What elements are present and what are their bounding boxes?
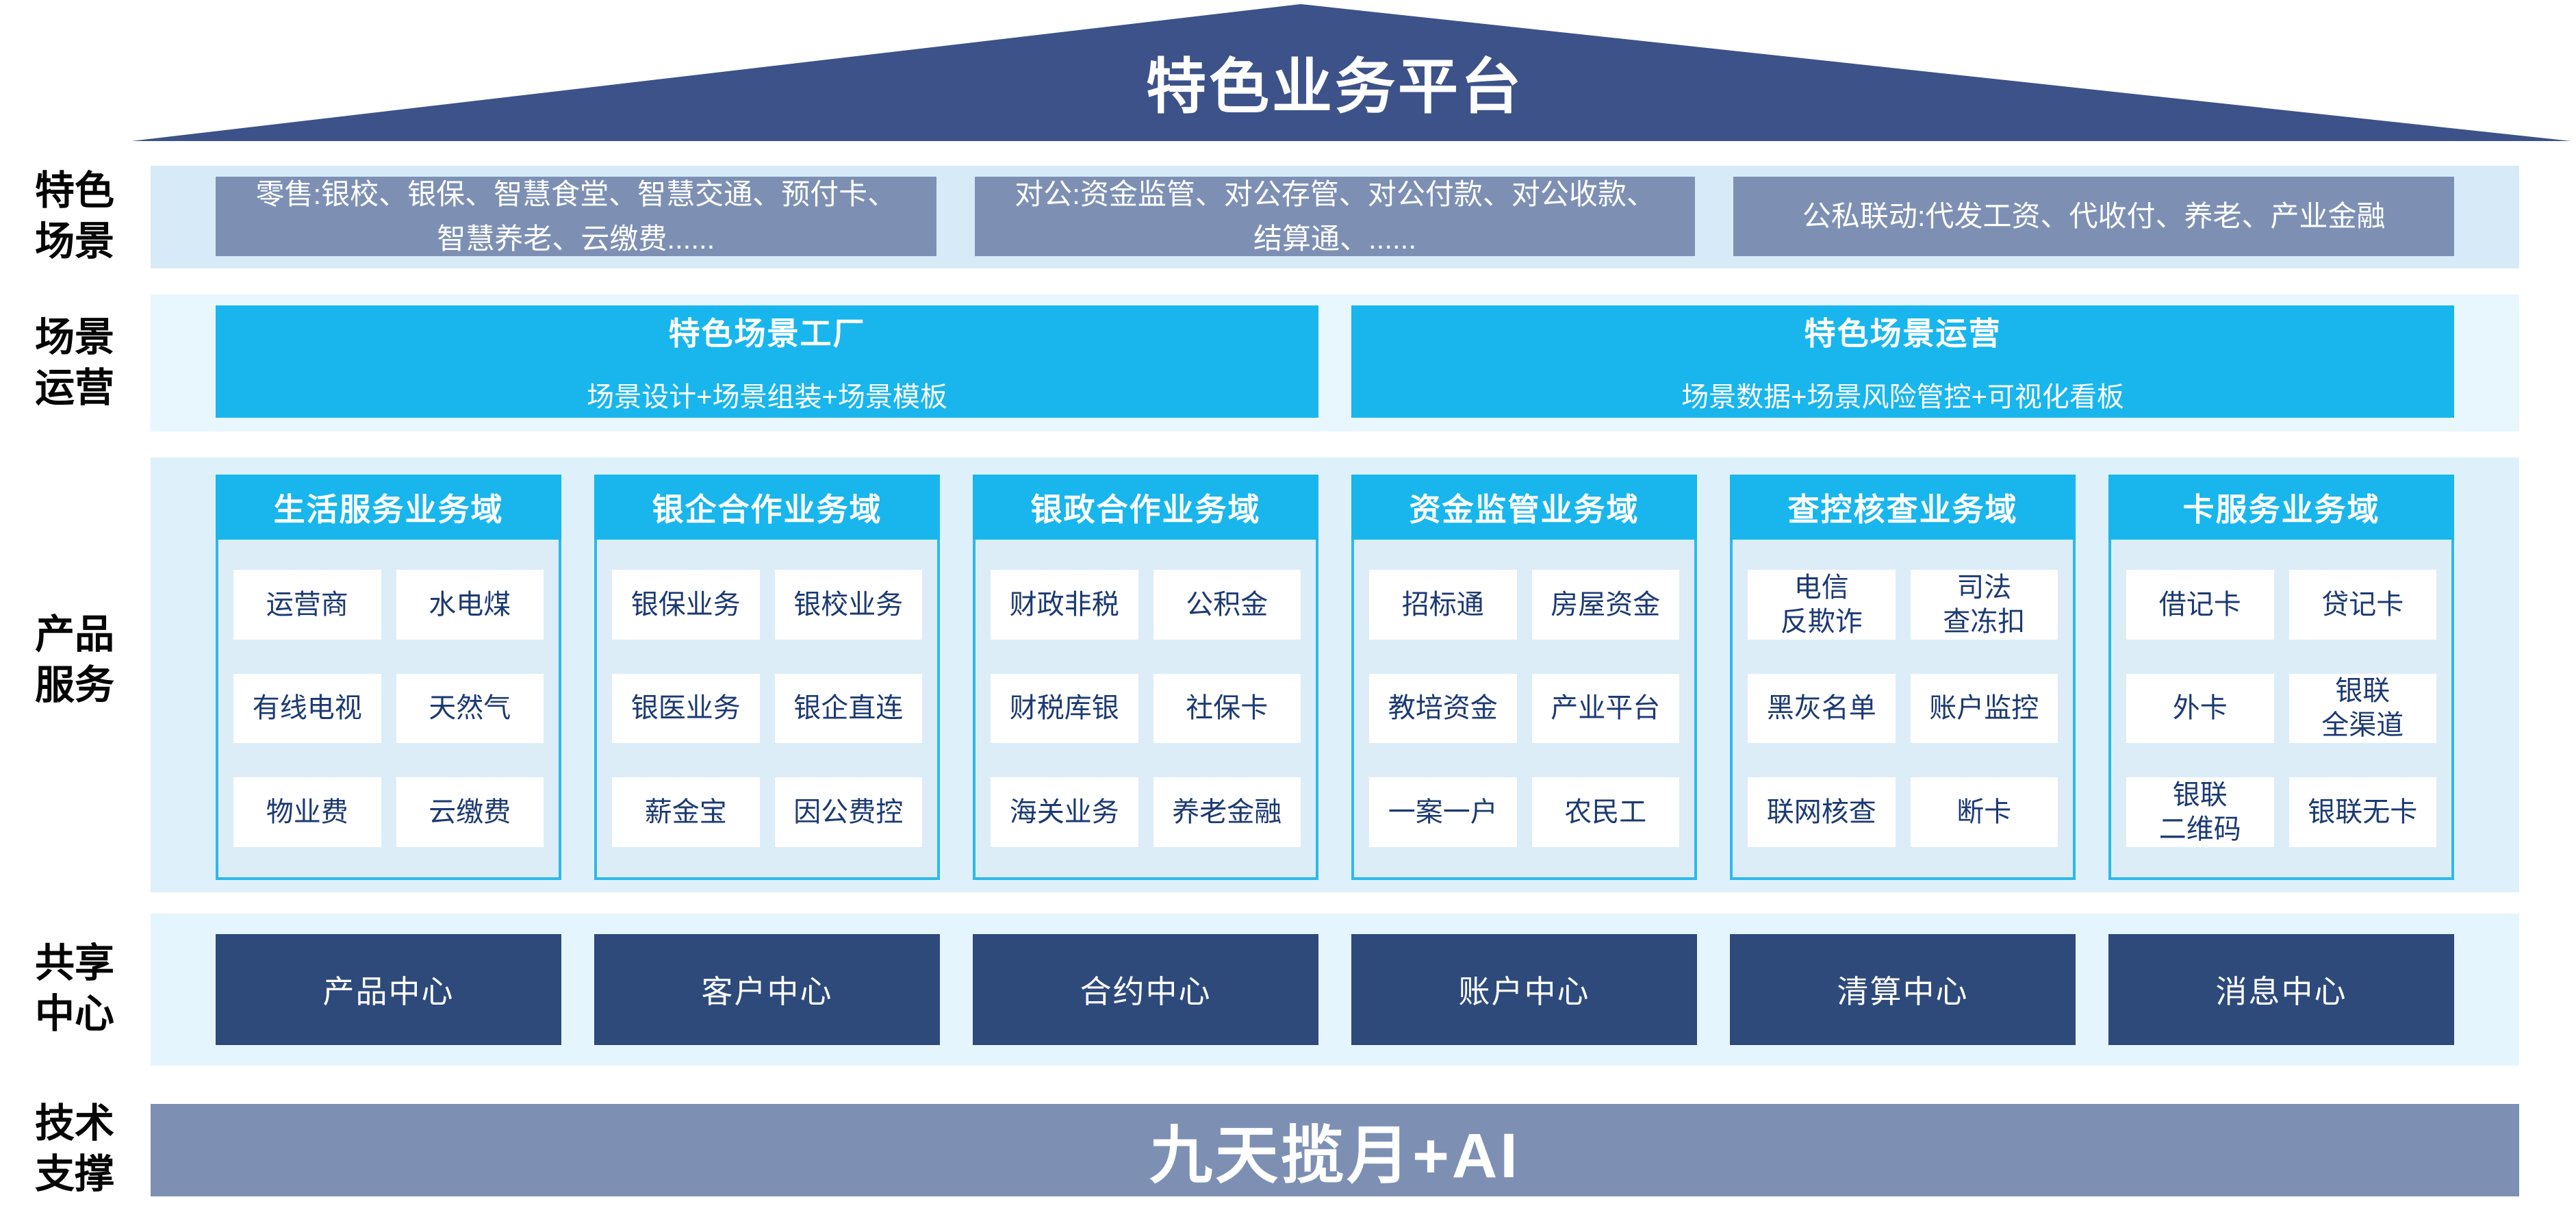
domain-header: 银政合作业务域 bbox=[973, 475, 1318, 540]
domain-cell: 物业费 bbox=[233, 777, 381, 847]
roof-shape bbox=[131, 4, 2571, 141]
domain-header: 卡服务业务域 bbox=[2108, 475, 2454, 540]
domain-cell: 海关业务 bbox=[991, 777, 1138, 847]
domain-cell: 电信 反欺诈 bbox=[1748, 570, 1896, 640]
domain-inspection-verification: 查控核查业务域 电信 反欺诈 司法 查冻扣 黑灰名单 账户监控 联网核查 断卡 bbox=[1730, 475, 2076, 880]
domain-bank-enterprise: 银企合作业务域 银保业务 银校业务 银医业务 银企直连 薪金宝 因公费控 bbox=[594, 475, 940, 880]
share-box-customer-center: 客户中心 bbox=[594, 934, 940, 1045]
domain-cell: 借记卡 bbox=[2126, 570, 2274, 640]
domain-life-service: 生活服务业务域 运营商 水电煤 有线电视 天然气 物业费 云缴费 bbox=[216, 475, 561, 880]
domain-cell: 银校业务 bbox=[774, 570, 922, 640]
share-box-group: 产品中心 客户中心 合约中心 账户中心 清算中心 消息中心 bbox=[216, 934, 2454, 1045]
domain-cell: 外卡 bbox=[2126, 673, 2274, 744]
domain-cell: 因公费控 bbox=[774, 777, 922, 847]
domain-cell: 产业平台 bbox=[1531, 673, 1679, 744]
domain-header: 银企合作业务域 bbox=[594, 475, 940, 540]
domain-bank-government: 银政合作业务域 财政非税 公积金 财税库银 社保卡 海关业务 养老金融 bbox=[973, 475, 1318, 880]
side-label-tech: 技术 支撑 bbox=[34, 1101, 114, 1197]
domain-cell: 贷记卡 bbox=[2288, 570, 2436, 640]
domain-cell: 水电煤 bbox=[396, 570, 544, 640]
domain-cell: 社保卡 bbox=[1153, 673, 1301, 744]
op-box-title: 特色场景工厂 bbox=[668, 316, 866, 351]
scene-box-retail: 零售:银校、银保、智慧食堂、智慧交通、预付卡、智慧养老、云缴费...... bbox=[216, 177, 936, 256]
op-box-subtitle: 场景设计+场景组装+场景模板 bbox=[587, 382, 947, 412]
share-box-product-center: 产品中心 bbox=[216, 934, 561, 1045]
op-box-title: 特色场景运营 bbox=[1804, 316, 2002, 351]
domain-cell: 云缴费 bbox=[396, 777, 544, 847]
domain-cell: 财税库银 bbox=[991, 673, 1138, 744]
domain-fund-supervision: 资金监管业务域 招标通 房屋资金 教培资金 产业平台 一案一户 农民工 bbox=[1351, 475, 1697, 880]
domain-cell: 司法 查冻扣 bbox=[1910, 570, 2058, 640]
domain-body: 借记卡 贷记卡 外卡 银联 全渠道 银联 二维码 银联无卡 bbox=[2108, 540, 2454, 880]
product-row: 生活服务业务域 运营商 水电煤 有线电视 天然气 物业费 云缴费 银企合作业务域… bbox=[151, 457, 2519, 892]
operation-row: 特色场景工厂 场景设计+场景组装+场景模板 特色场景运营 场景数据+场景风险管控… bbox=[151, 294, 2519, 431]
domain-cell: 有线电视 bbox=[233, 673, 381, 744]
share-box-account-center: 账户中心 bbox=[1351, 934, 1697, 1045]
domain-cell: 银联 全渠道 bbox=[2288, 673, 2436, 744]
domain-header: 生活服务业务域 bbox=[216, 475, 561, 540]
domain-group: 生活服务业务域 运营商 水电煤 有线电视 天然气 物业费 云缴费 银企合作业务域… bbox=[216, 475, 2454, 880]
scene-box-public-private: 公私联动:代发工资、代收付、养老、产业金融 bbox=[1733, 177, 2455, 256]
share-box-message-center: 消息中心 bbox=[2108, 934, 2454, 1045]
domain-cell: 公积金 bbox=[1153, 570, 1301, 640]
side-label-product: 产品 服务 bbox=[34, 612, 114, 708]
domain-header: 资金监管业务域 bbox=[1351, 475, 1697, 540]
domain-cell: 养老金融 bbox=[1153, 777, 1301, 847]
side-label-share: 共享 中心 bbox=[34, 941, 114, 1037]
domain-cell: 教培资金 bbox=[1369, 673, 1517, 744]
side-label-scene: 特色 场景 bbox=[34, 168, 114, 264]
tech-support-text: 九天揽月+AI bbox=[1149, 1121, 1520, 1191]
domain-cell: 一案一户 bbox=[1369, 777, 1517, 847]
domain-body: 招标通 房屋资金 教培资金 产业平台 一案一户 农民工 bbox=[1351, 540, 1697, 880]
share-row: 产品中心 客户中心 合约中心 账户中心 清算中心 消息中心 bbox=[151, 914, 2519, 1066]
page-title: 特色业务平台 bbox=[1145, 53, 1524, 121]
scene-row: 零售:银校、银保、智慧食堂、智慧交通、预付卡、智慧养老、云缴费...... 对公… bbox=[151, 166, 2519, 268]
domain-body: 财政非税 公积金 财税库银 社保卡 海关业务 养老金融 bbox=[973, 540, 1318, 880]
domain-header: 查控核查业务域 bbox=[1730, 475, 2076, 540]
domain-cell: 银联 二维码 bbox=[2126, 777, 2274, 847]
domain-cell: 银联无卡 bbox=[2288, 777, 2436, 847]
domain-cell: 联网核查 bbox=[1748, 777, 1896, 847]
domain-cell: 运营商 bbox=[233, 570, 381, 640]
tech-support-bar: 九天揽月+AI bbox=[151, 1104, 2519, 1196]
domain-cell: 天然气 bbox=[396, 673, 544, 744]
domain-body: 银保业务 银校业务 银医业务 银企直连 薪金宝 因公费控 bbox=[594, 540, 940, 880]
domain-card-service: 卡服务业务域 借记卡 贷记卡 外卡 银联 全渠道 银联 二维码 银联无卡 bbox=[2108, 475, 2454, 880]
domain-cell: 黑灰名单 bbox=[1748, 673, 1896, 744]
domain-cell: 断卡 bbox=[1910, 777, 2058, 847]
domain-cell: 账户监控 bbox=[1910, 673, 2058, 744]
domain-cell: 招标通 bbox=[1369, 570, 1517, 640]
domain-cell: 银医业务 bbox=[612, 673, 760, 744]
op-box-scene-factory: 特色场景工厂 场景设计+场景组装+场景模板 bbox=[216, 305, 1318, 418]
domain-body: 电信 反欺诈 司法 查冻扣 黑灰名单 账户监控 联网核查 断卡 bbox=[1730, 540, 2076, 880]
op-box-subtitle: 场景数据+场景风险管控+可视化看板 bbox=[1681, 382, 2124, 412]
op-box-scene-operation: 特色场景运营 场景数据+场景风险管控+可视化看板 bbox=[1351, 305, 2454, 418]
domain-body: 运营商 水电煤 有线电视 天然气 物业费 云缴费 bbox=[216, 540, 561, 880]
side-label-operation: 场景 运营 bbox=[34, 315, 114, 411]
domain-cell: 银保业务 bbox=[612, 570, 760, 640]
share-box-clearing-center: 清算中心 bbox=[1730, 934, 2076, 1045]
scene-box-corporate: 对公:资金监管、对公存管、对公付款、对公收款、结算通、...... bbox=[974, 177, 1696, 256]
domain-cell: 农民工 bbox=[1531, 777, 1679, 847]
domain-cell: 银企直连 bbox=[774, 673, 922, 744]
domain-cell: 财政非税 bbox=[991, 570, 1138, 640]
share-box-contract-center: 合约中心 bbox=[973, 934, 1318, 1045]
scene-box-group: 零售:银校、银保、智慧食堂、智慧交通、预付卡、智慧养老、云缴费...... 对公… bbox=[216, 177, 2455, 256]
domain-cell: 房屋资金 bbox=[1531, 570, 1679, 640]
domain-cell: 薪金宝 bbox=[612, 777, 760, 847]
operation-box-group: 特色场景工厂 场景设计+场景组装+场景模板 特色场景运营 场景数据+场景风险管控… bbox=[216, 305, 2454, 418]
